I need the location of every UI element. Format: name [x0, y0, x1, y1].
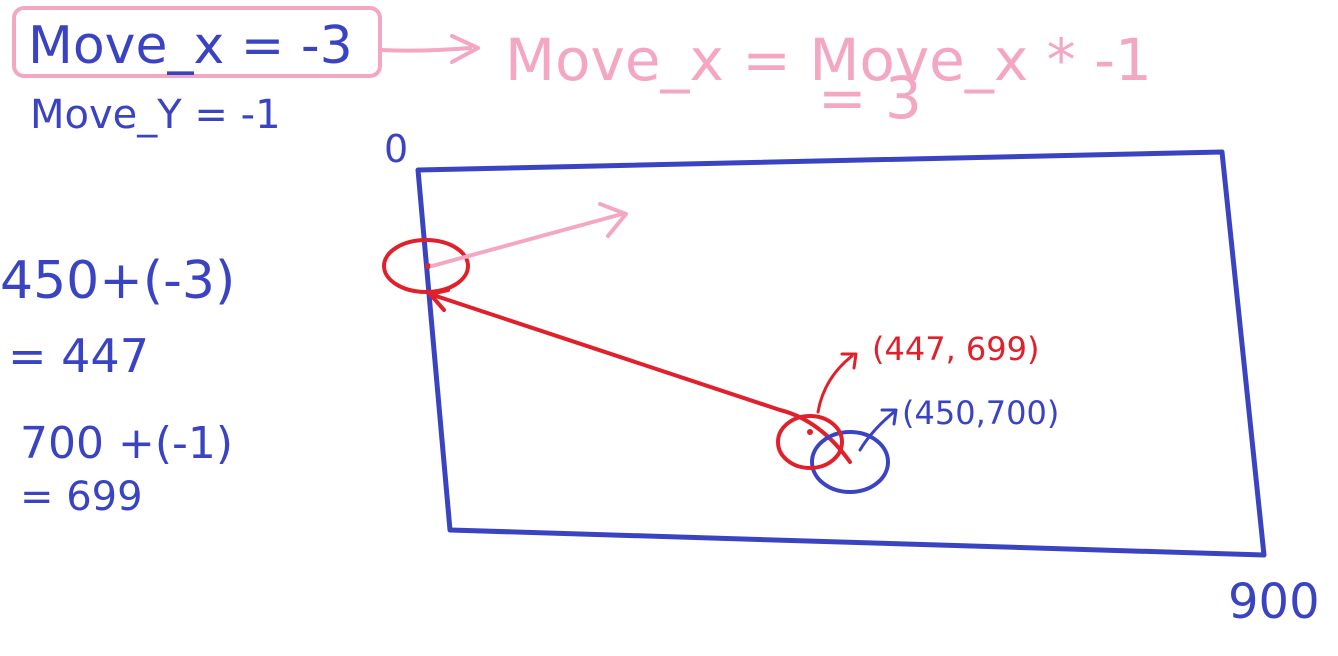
new-point-pointer [816, 352, 858, 414]
ball-new-dot [807, 429, 813, 435]
bounce-point-dot [425, 263, 431, 269]
move-x-highlight-box [12, 6, 382, 78]
calc-x-line-1: 450+(-3) [0, 251, 235, 311]
axis-origin-label: 0 [384, 127, 408, 171]
formula-line-1: Move_x = Move_x * -1 [505, 26, 1152, 94]
axis-max-label: 900 [1228, 574, 1320, 630]
bounce-point-circle [382, 238, 470, 294]
calc-x-line-2: = 447 [8, 329, 149, 383]
ball-trajectory [428, 288, 852, 464]
ball-old-position [810, 430, 890, 494]
formula-line-2: = 3 [818, 64, 922, 132]
new-point-label: (447, 699) [872, 330, 1039, 368]
ball-new-position [776, 414, 844, 470]
move-y-label: Move_Y = -1 [30, 92, 281, 138]
old-point-pointer [858, 408, 898, 452]
calc-y-line-1: 700 +(-1) [20, 418, 233, 469]
reflected-direction-arrow [430, 202, 628, 268]
screen-boundary [415, 149, 1267, 558]
formula-arrow [380, 34, 480, 64]
calc-y-line-2: = 699 [20, 474, 143, 520]
move-x-label: Move_x = -3 [28, 16, 353, 76]
old-point-label: (450,700) [902, 394, 1059, 432]
